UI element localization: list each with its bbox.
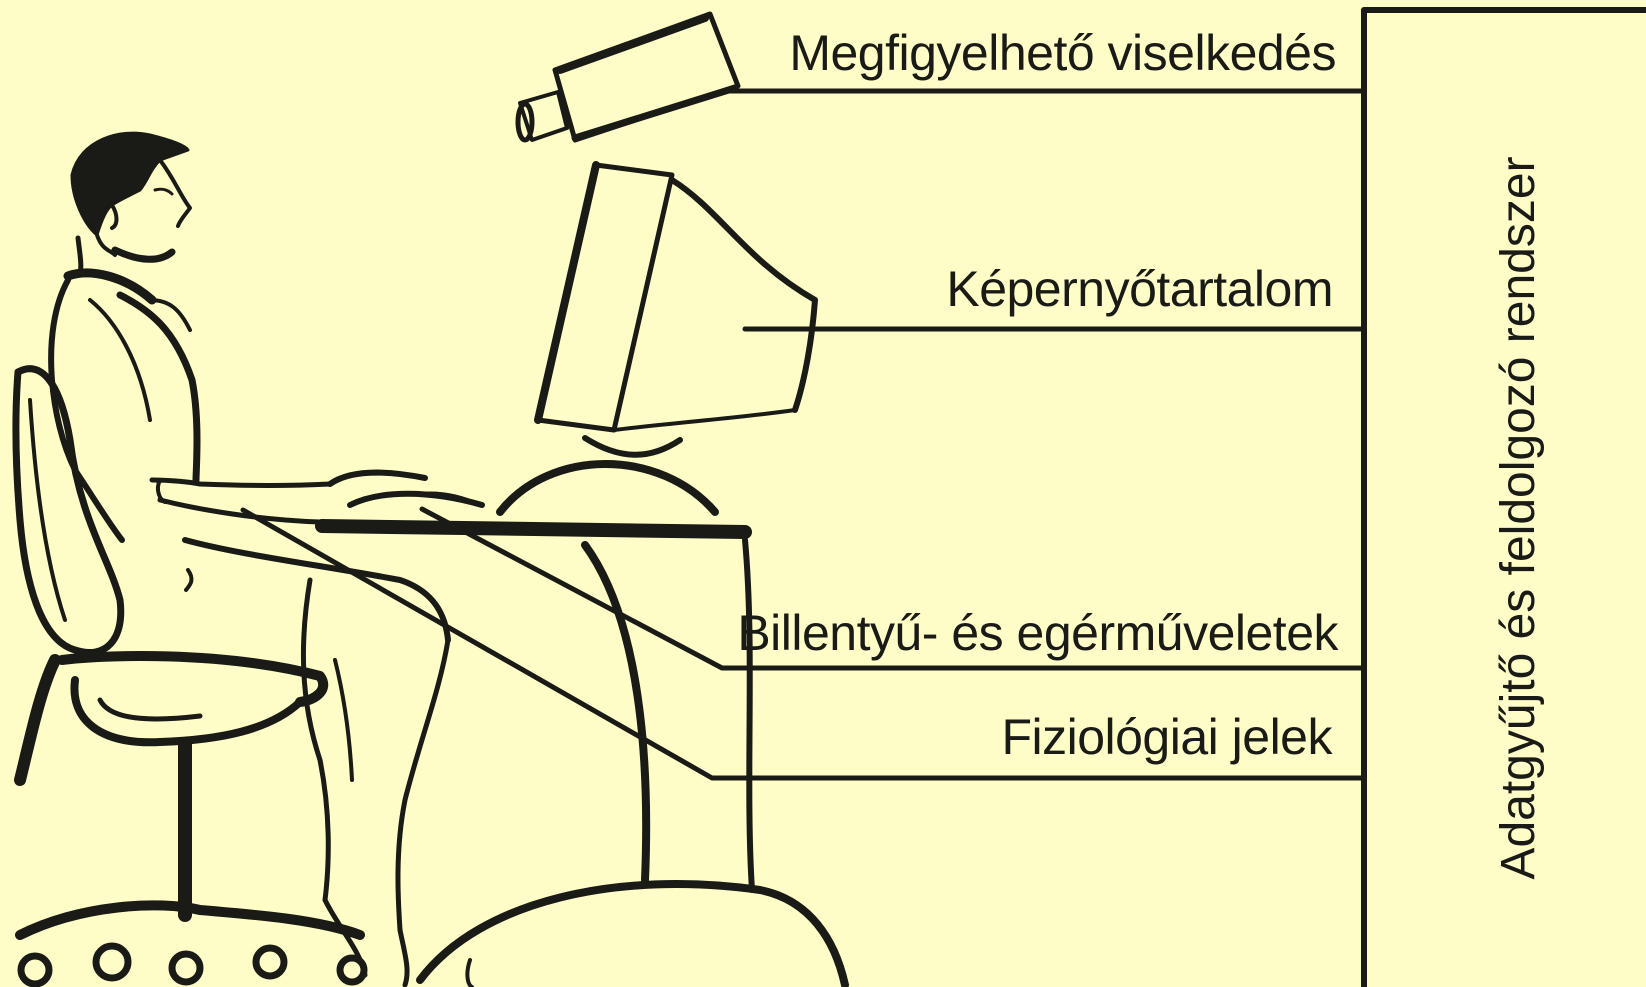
label-screen-content: Képernyőtartalom [946, 264, 1333, 314]
label-physiological: Fiziológiai jelek [1001, 712, 1332, 762]
connector-lines [243, 91, 1364, 778]
camera-icon [518, 14, 738, 140]
label-observable-behavior: Megfigyelhető viselkedés [789, 28, 1336, 78]
label-keyboard-mouse: Billentyű- és egérműveletek [737, 608, 1338, 658]
system-box-label: Adatgyűjtő és feldolgozó rendszer [1495, 156, 1543, 879]
person-at-computer-icon [51, 133, 482, 985]
monitor-icon [500, 165, 815, 512]
